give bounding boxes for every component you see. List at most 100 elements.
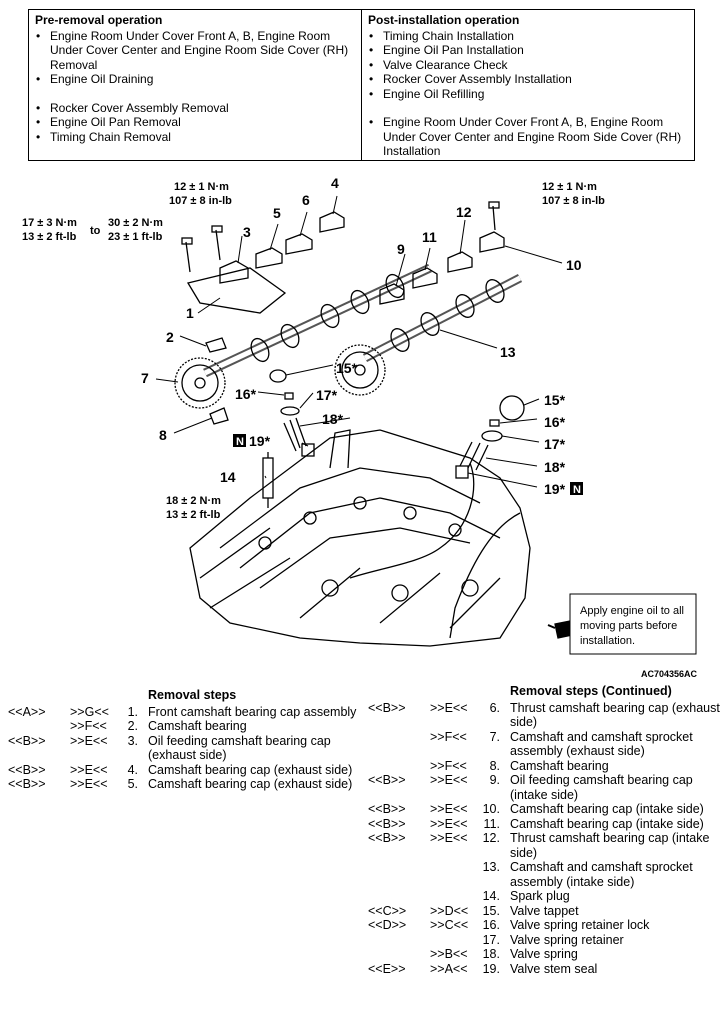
table-row: <<B>> >>E<< 12. Thrust camshaft bearing cap… — [368, 831, 723, 860]
install-code: >>E<< — [430, 831, 468, 845]
step-text: Valve spring retainer — [510, 932, 624, 947]
step-text: Front camshaft bearing cap assembly — [148, 704, 357, 719]
install-code: >>F<< — [70, 719, 107, 733]
callout-15-right: 15* — [544, 392, 566, 408]
callout-19-right: 19* — [544, 481, 566, 497]
list-item: Engine Oil Draining — [35, 72, 353, 87]
callout-3: 3 — [243, 224, 251, 240]
removal-steps-title: Removal steps — [148, 688, 237, 702]
diagram-artwork — [155, 195, 578, 647]
list-item: Engine Oil Refilling — [368, 87, 686, 102]
note-line-1: Apply engine oil to all — [580, 605, 684, 617]
spark-plug-drawing — [262, 452, 274, 508]
removal-code: <<B>> — [8, 777, 46, 791]
step-text: Camshaft and camshaft sprocket assembly … — [510, 729, 693, 759]
table-row: <<B>>>>E<<9.Oil feeding camshaft bearing… — [368, 773, 723, 802]
install-code: >>E<< — [70, 733, 108, 748]
n-mark-left-text: N — [236, 436, 244, 448]
step-number: 3. — [127, 733, 138, 748]
removal-code: <<B>> — [368, 831, 406, 845]
torque-a1: 17 ± 3 N·m — [22, 217, 77, 229]
list-item: Timing Chain Installation — [368, 29, 686, 44]
list-item: Rocker Cover Assembly Installation — [368, 72, 686, 87]
callout-15-left: 15* — [336, 360, 358, 376]
callout-17-right: 17* — [544, 436, 566, 452]
step-number: 15. — [482, 903, 500, 918]
install-code: >>E<< — [430, 802, 468, 816]
table-row: >>B<<18.Valve spring — [368, 947, 723, 962]
table-row: <<B>>>>E<<10.Camshaft bearing cap (intak… — [368, 802, 723, 817]
install-code: >>C<< — [430, 918, 469, 932]
step-number: 18. — [482, 947, 500, 961]
install-code: >>D<< — [430, 903, 469, 918]
step-number: 19. — [482, 961, 500, 976]
table-row: >>F<<8.Camshaft bearing — [368, 759, 723, 774]
callout-18-right: 18* — [544, 459, 566, 475]
step-number: 12. — [482, 831, 500, 845]
step-text: Camshaft bearing cap (intake side) — [510, 816, 704, 831]
callout-18-left: 18* — [322, 411, 344, 427]
list-item: Engine Room Under Cover Front A, B, Engi… — [368, 115, 686, 159]
table-row: >>F<< 2. Camshaft bearing — [8, 719, 358, 734]
note-box — [569, 593, 697, 655]
step-number: 5. — [127, 777, 138, 791]
step-number: 4. — [127, 762, 138, 777]
step-text: Valve stem seal — [510, 961, 598, 976]
torque-d2: 107 ± 8 in-lb — [542, 195, 605, 207]
removal-code: <<C>> — [368, 903, 407, 918]
step-text: Thrust camshaft bearing cap (intake side… — [510, 831, 710, 860]
callout-17-left: 17* — [316, 387, 338, 403]
pre-removal-column: Pre-removal operation Engine Room Under … — [29, 10, 362, 160]
engine-block-drawing — [189, 429, 531, 647]
step-number: 6. — [489, 700, 500, 715]
step-number: 10. — [482, 802, 500, 816]
valve-parts-right-drawing — [455, 395, 525, 479]
operations-table: Pre-removal operation Engine Room Under … — [28, 9, 695, 161]
post-installation-list: Timing Chain Installation Engine Oil Pan… — [368, 29, 686, 159]
n-mark-right-text: N — [573, 484, 581, 496]
step-number: 16. — [482, 918, 500, 932]
valve-parts-left-drawing — [269, 369, 315, 457]
install-code: >>E<< — [70, 762, 108, 777]
install-code: >>F<< — [430, 729, 467, 744]
callout-9: 9 — [397, 241, 405, 257]
callout-1: 1 — [186, 305, 194, 321]
table-row: <<C>>>>D<<15.Valve tappet — [368, 904, 723, 919]
removal-code: <<B>> — [368, 700, 406, 715]
exhaust-camshaft-drawing — [203, 263, 432, 378]
step-text: Camshaft bearing cap (intake side) — [510, 802, 704, 816]
install-code: >>F<< — [430, 758, 467, 773]
table-row: <<B>>>>E<<11.Camshaft bearing cap (intak… — [368, 817, 723, 832]
step-number: 9. — [489, 773, 500, 787]
callout-6: 6 — [302, 192, 310, 208]
table-row: <<D>>>>C<<16.Valve spring retainer lock — [368, 918, 723, 933]
callout-10: 10 — [566, 257, 582, 273]
bolts-drawing — [181, 201, 500, 273]
intake-sprocket-drawing — [334, 344, 386, 396]
n-mark-right — [570, 482, 583, 495]
note-line-2: moving parts before — [580, 620, 677, 632]
table-row: <<A>>>>G<<1.Front camshaft bearing cap a… — [8, 705, 358, 720]
list-item: Timing Chain Removal — [35, 130, 353, 145]
callout-14: 14 — [220, 469, 236, 485]
step-number: 14. — [482, 889, 500, 903]
table-row: 13.Camshaft and camshaft sprocket assemb… — [368, 860, 723, 889]
table-row: <<B>>>>E<<6.Thrust camshaft bearing cap … — [368, 701, 723, 730]
post-installation-column: Post-installation operation Timing Chain… — [362, 10, 694, 160]
step-text: Thrust camshaft bearing cap (exhaust sid… — [510, 700, 720, 730]
table-row: <<B>>>>E<<3.Oil feeding camshaft bearing… — [8, 734, 358, 763]
callout-13: 13 — [500, 344, 516, 360]
step-text: Camshaft bearing — [148, 719, 247, 733]
n-mark-left — [233, 434, 246, 447]
callout-5: 5 — [273, 205, 281, 221]
callout-16-right: 16* — [544, 414, 566, 430]
removal-steps-continued-title: Removal steps (Continued) — [510, 684, 672, 698]
install-code: >>E<< — [430, 773, 468, 787]
removal-steps-right: Removal steps (Continued) <<B>>>>E<<6.Th… — [368, 684, 723, 976]
step-text: Oil feeding camshaft bearing cap (intake… — [510, 773, 693, 802]
step-number: 8. — [489, 758, 500, 773]
step-number: 2. — [127, 719, 138, 733]
step-text: Camshaft bearing cap (exhaust side) — [148, 777, 353, 791]
torque-to: to — [90, 225, 101, 237]
removal-code: <<B>> — [8, 762, 46, 777]
